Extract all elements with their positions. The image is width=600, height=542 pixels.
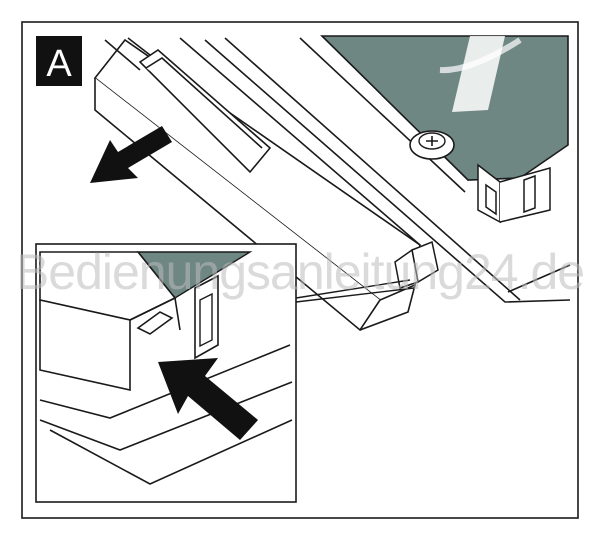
end-cap: [394, 240, 439, 289]
arrow-out-icon: [90, 126, 172, 183]
handle-recess: [138, 48, 272, 174]
arrow-push-icon: [158, 358, 258, 440]
clip-icon: [477, 163, 551, 224]
outer-frame: [21, 21, 579, 519]
glass-panel: [320, 35, 569, 181]
step-label: A: [46, 43, 72, 85]
frame-rails: [204, 37, 571, 303]
step-label-badge: A: [36, 36, 82, 86]
callout-lines: [295, 279, 415, 303]
watermark-text: Bedienungsanleitung24.de: [16, 244, 584, 300]
screw-icon: [409, 130, 455, 160]
